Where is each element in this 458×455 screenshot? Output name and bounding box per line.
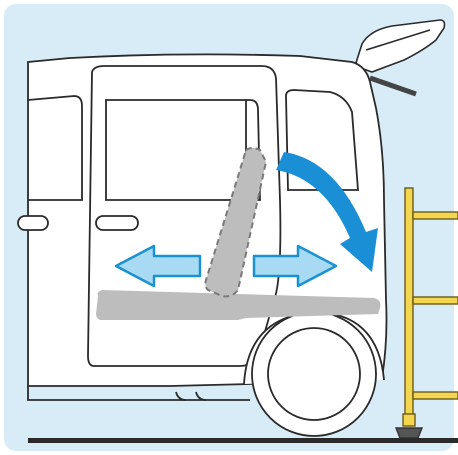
ground-line [28,438,458,443]
